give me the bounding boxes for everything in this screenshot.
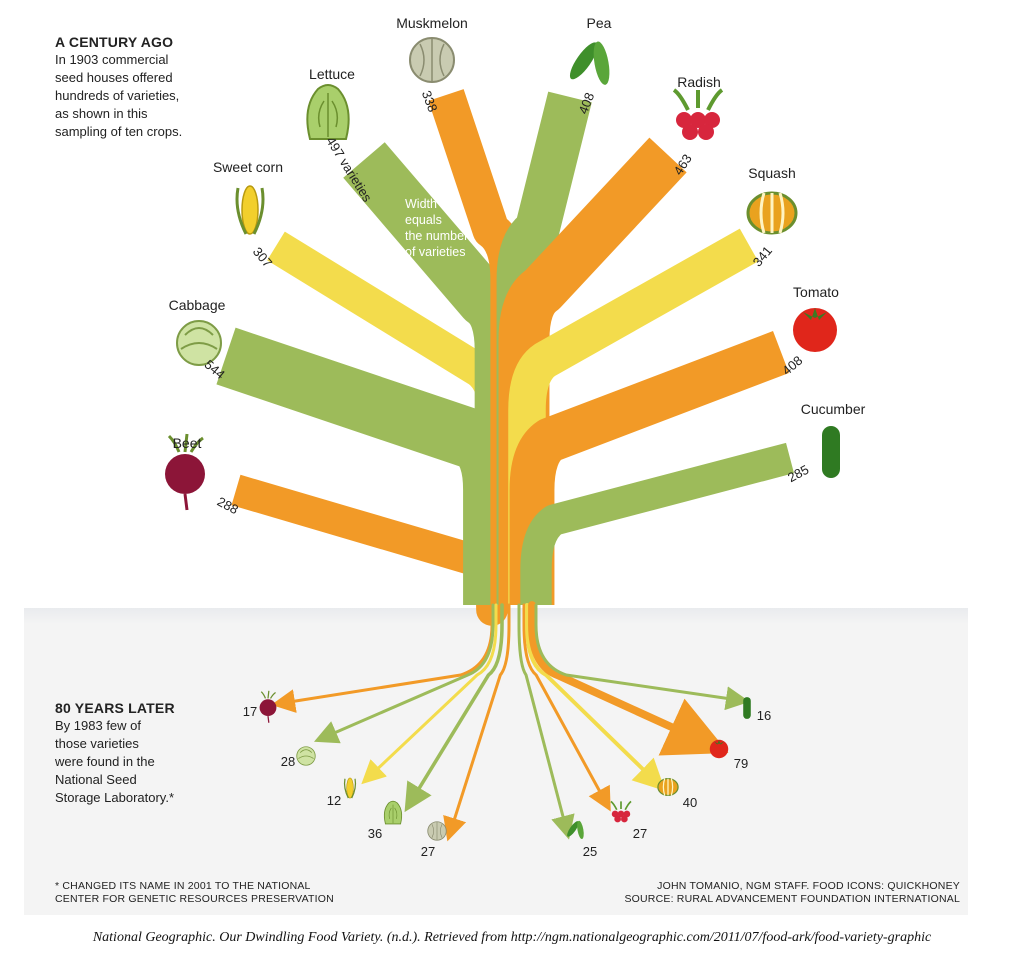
cabbage-icon xyxy=(176,320,222,366)
squash-icon xyxy=(746,191,798,235)
citation-caption: National Geographic. Our Dwindling Food … xyxy=(92,930,932,945)
century-ago-text: In 1903 commercial seed houses offered h… xyxy=(55,52,183,139)
value-1983-cabbage: 28 xyxy=(281,754,295,769)
century-ago-heading: A CENTURY AGO xyxy=(55,34,174,50)
corn-icon xyxy=(235,185,265,235)
cucumber-icon xyxy=(822,426,840,478)
value-1983-muskmelon: 27 xyxy=(421,844,435,859)
stem-1983-cucumber xyxy=(534,603,750,711)
crop-name-sweet-corn: Sweet corn xyxy=(213,159,283,175)
stem-1983-muskmelon xyxy=(443,603,511,842)
cucumber-icon xyxy=(743,697,751,719)
crop-name-squash: Squash xyxy=(748,165,795,181)
branch-1903-squash xyxy=(508,228,759,605)
stem-1983-pea xyxy=(517,603,575,840)
branch-1903-tomato xyxy=(509,331,789,605)
value-1983-lettuce: 36 xyxy=(368,826,382,841)
crop-name-pea: Pea xyxy=(587,15,612,31)
value-1983-squash: 40 xyxy=(683,795,697,810)
stem-1983-squash xyxy=(525,603,666,792)
beet-icon xyxy=(259,690,277,723)
value-1983-pea: 25 xyxy=(583,844,597,859)
stem-1983-sweet-corn xyxy=(361,603,498,785)
branch-1903-beet xyxy=(231,474,508,626)
crop-name-beet: Beet xyxy=(173,435,202,451)
value-1983-beet: 17 xyxy=(243,704,257,719)
lettuce-icon xyxy=(306,84,350,140)
stem-1983-beet xyxy=(271,603,494,713)
pea-icon xyxy=(567,820,584,840)
melon-icon xyxy=(427,821,447,841)
lettuce-icon xyxy=(383,800,403,825)
value-1983-cucumber: 16 xyxy=(757,708,771,723)
eighty-years-text: By 1983 few of those varieties were foun… xyxy=(55,718,174,805)
value-1903-pea: 408 xyxy=(575,90,597,116)
stem-1983-tomato xyxy=(528,601,729,756)
crop-name-cabbage: Cabbage xyxy=(169,297,226,313)
value-1983-sweet-corn: 12 xyxy=(327,793,341,808)
crop-name-cucumber: Cucumber xyxy=(801,401,866,417)
melon-icon xyxy=(409,37,455,83)
value-1903-muskmelon: 338 xyxy=(419,88,441,114)
eighty-years-heading: 80 YEARS LATER xyxy=(55,700,175,716)
branch-1903-radish xyxy=(498,137,687,605)
crop-name-tomato: Tomato xyxy=(793,284,839,300)
value-1903-sweet-corn: 307 xyxy=(250,244,275,270)
crop-name-radish: Radish xyxy=(677,74,721,90)
stem-1983-radish xyxy=(522,603,611,812)
pea-icon xyxy=(569,41,610,85)
tomato-icon xyxy=(709,739,729,759)
value-1983-radish: 27 xyxy=(633,826,647,841)
stem-1983-cabbage xyxy=(313,603,495,744)
radish-icon xyxy=(610,800,632,823)
crop-name-muskmelon: Muskmelon xyxy=(396,15,468,31)
credits: JOHN TOMANIO, NGM STAFF. FOOD ICONS: QUI… xyxy=(624,880,960,905)
width-note: Width equals the number of varieties xyxy=(405,197,469,259)
value-1983-tomato: 79 xyxy=(734,756,748,771)
radish-icon xyxy=(672,88,724,140)
corn-icon xyxy=(343,777,357,799)
tomato-icon xyxy=(793,308,837,352)
beet-icon xyxy=(165,433,205,511)
branch-1903-cucumber xyxy=(520,442,794,605)
stem-1983-lettuce xyxy=(404,603,504,813)
footnote: * CHANGED ITS NAME IN 2001 TO THE NATION… xyxy=(55,880,334,905)
cabbage-icon xyxy=(296,746,316,766)
squash-icon xyxy=(657,777,679,797)
value-1903-squash: 341 xyxy=(750,243,775,269)
crop-name-lettuce: Lettuce xyxy=(309,66,355,82)
